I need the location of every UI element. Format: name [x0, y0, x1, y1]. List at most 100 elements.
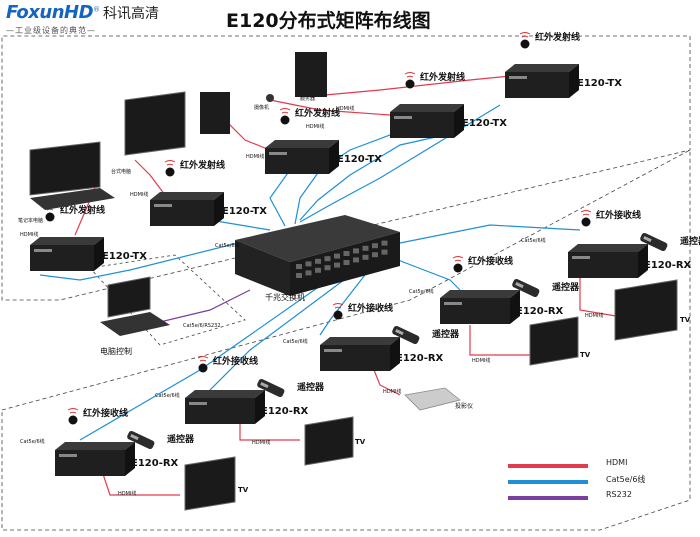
ir-tx-head-1-wave2 — [519, 32, 531, 35]
rx-unit-3-badge — [324, 349, 342, 352]
tx-unit-5-top — [30, 237, 104, 245]
ir-rx-label-2: 红外接收线 — [468, 255, 513, 267]
rx-unit-3-side — [390, 337, 400, 371]
hdmi-line-server — [324, 74, 521, 96]
remote-3-keys — [395, 328, 404, 336]
switch-port — [305, 270, 312, 276]
laptop-screen — [29, 141, 101, 196]
ir-tx-head-4 — [164, 160, 176, 177]
switch-port — [315, 267, 321, 273]
hdmi-annot-tv1: HDMI线 — [585, 312, 603, 319]
tx-unit-2-badge — [394, 116, 412, 119]
rx-unit-1-top — [568, 244, 648, 252]
ir-tx-label-1: 红外发射线 — [535, 31, 580, 43]
switch-top — [235, 215, 400, 262]
logo: FoxunHD®科讯高清 —工业级设备的典范— — [6, 2, 159, 36]
ir-rx-head-3-bulb — [333, 310, 343, 320]
tv-label-4: TV — [238, 486, 249, 494]
tx-unit-2 — [390, 104, 464, 138]
ir-rx-head-5-wave2 — [67, 408, 79, 411]
remote-label-4: 遥控器 — [297, 381, 325, 393]
ir-rx-head-2-wave1 — [454, 259, 462, 262]
legend-label-cat: Cat5e/6线 — [606, 475, 646, 484]
tv-display-1 — [614, 279, 678, 341]
ir-rx-head-4-wave2 — [197, 356, 209, 359]
tx-unit-3-top — [265, 140, 339, 148]
ir-tx-head-3-bulb — [280, 115, 290, 125]
remote-label-1: 遥控器 — [680, 235, 700, 247]
tx-unit-4-badge — [154, 204, 172, 207]
ir-rx-head-2 — [452, 256, 464, 273]
rx-unit-2-front — [440, 298, 510, 324]
cat-line-tx3 — [294, 124, 421, 225]
switch-port — [324, 265, 331, 271]
tv-display-3 — [304, 416, 354, 466]
tx-zone-outline — [1, 35, 691, 301]
switch-port — [315, 258, 321, 264]
tx-unit-4 — [150, 192, 224, 226]
laptop-label: 笔记本电脑 — [18, 217, 43, 224]
ir-tx-head-5-bulb — [45, 212, 55, 222]
rx-unit-5-badge — [59, 454, 77, 457]
ir-rx-label-3: 红外接收线 — [348, 302, 393, 314]
rx-unit-2-top — [440, 290, 520, 298]
cat-line-tx1 — [299, 134, 446, 221]
hdmi-line-camera — [269, 99, 391, 116]
rx-zone-outline — [1, 149, 691, 531]
tv-display-4 — [184, 456, 236, 511]
control-pc-screen — [107, 276, 151, 318]
rx-label-2: E120-RX — [516, 306, 564, 317]
hdmi-annot-monitor: HDMI线 — [130, 191, 148, 198]
camera-label: 摄像机 — [254, 104, 269, 111]
hdmi-annot-laptop: HDMI线 — [20, 231, 38, 238]
tx-unit-3-badge — [269, 152, 287, 155]
remote-1-keys — [643, 235, 652, 243]
tx-label-4: E120-TX — [222, 206, 267, 217]
ir-tx-label-3: 红外发射线 — [295, 107, 340, 119]
switch-side — [235, 240, 290, 296]
rx-label-1: E120-RX — [644, 260, 692, 271]
legend-swatch-rs232 — [508, 496, 588, 500]
remote-2 — [512, 278, 540, 298]
rx-unit-1 — [568, 244, 648, 278]
ir-tx-head-4-wave2 — [164, 160, 176, 163]
rx-unit-1-side — [638, 244, 648, 278]
tx-unit-4-top — [150, 192, 224, 200]
logo-brand-cn: 科讯高清 — [103, 6, 160, 22]
rx-unit-2-badge — [444, 302, 462, 305]
control-zone-outline — [89, 254, 246, 346]
legend-swatch-cat — [508, 480, 588, 484]
camera-icon — [266, 94, 274, 102]
remote-label-5: 遥控器 — [167, 433, 195, 445]
ir-rx-label-5: 红外接收线 — [83, 407, 128, 419]
cat-line-rx2 — [384, 254, 461, 291]
hdmi-annot-tv2: HDMI线 — [472, 357, 490, 364]
remote-5-keys — [130, 433, 139, 441]
tv-label-2: TV — [580, 351, 591, 359]
switch-port — [334, 253, 340, 259]
tx-unit-1-badge — [509, 76, 527, 79]
tx-label-2: E120-TX — [462, 118, 507, 129]
hdmi-line-tv2 — [469, 325, 530, 356]
cat-annot-rx2: Cat5e/6线 — [409, 288, 434, 295]
cat-line-rx3 — [319, 261, 376, 336]
legend-item-hdmi: HDMI — [508, 458, 698, 474]
ir-rx-label-4: 红外接收线 — [213, 355, 258, 367]
ir-tx-label-2: 红外发射线 — [420, 71, 465, 83]
ir-rx-label-1: 红外接收线 — [596, 209, 641, 221]
rx-label-3: E120-RX — [396, 353, 444, 364]
ir-rx-head-5-bulb — [68, 415, 78, 425]
tv-label-3: TV — [355, 438, 366, 446]
tx-unit-5 — [30, 237, 104, 271]
legend-swatch-hdmi — [508, 464, 588, 468]
remote-4 — [257, 378, 285, 398]
control-pc-base — [100, 312, 170, 336]
rx-unit-3 — [320, 337, 400, 371]
monitor-label: 台式电脑 — [111, 168, 131, 175]
switch-label: 千兆交换机 — [265, 292, 305, 302]
switch-port — [334, 262, 340, 268]
hdmi-line-monitor — [134, 159, 166, 196]
cat-annot-rx5: Cat5e/6线 — [20, 438, 45, 445]
